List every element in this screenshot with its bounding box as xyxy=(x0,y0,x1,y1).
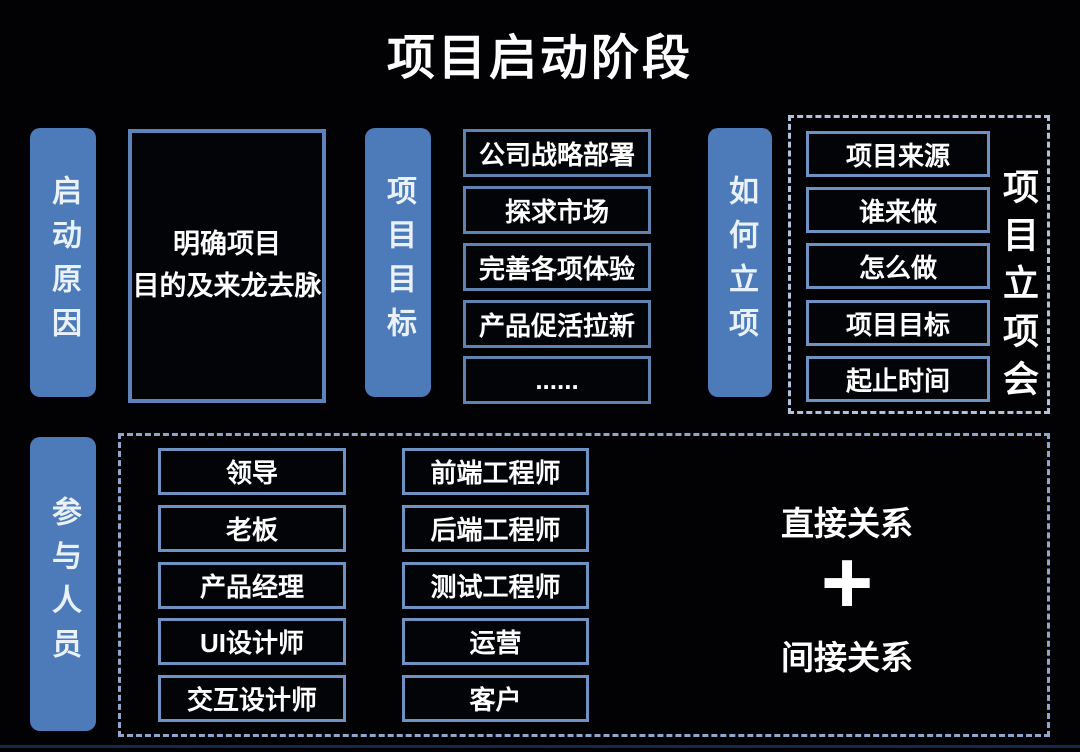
plus-sign: + xyxy=(820,533,874,633)
approval-item: 谁来做 xyxy=(806,187,990,233)
participant-item: 客户 xyxy=(402,675,589,722)
goal-item: 公司战略部署 xyxy=(463,129,651,177)
goal-item-ellipsis: ...... xyxy=(463,356,651,404)
launch-reason-text: 明确项目 目的及来龙去脉 xyxy=(133,224,322,308)
launch-reason-box: 明确项目 目的及来龙去脉 xyxy=(128,129,326,403)
page-title: 项目启动阶段 xyxy=(386,32,693,85)
approval-panel xyxy=(788,115,1050,414)
participant-item: 后端工程师 xyxy=(402,505,589,552)
direct-relation-label: 直接关系 xyxy=(781,505,913,542)
participant-item: 老板 xyxy=(158,505,346,552)
participant-item: UI设计师 xyxy=(158,618,346,665)
launch-reason-line2: 目的及来龙去脉 xyxy=(132,271,322,301)
approval-item: 项目来源 xyxy=(806,131,990,177)
participant-item: 领导 xyxy=(158,448,346,495)
project-approval-bar: 如何立项 xyxy=(708,128,772,397)
approval-item: 怎么做 xyxy=(806,243,990,289)
goal-item: 探求市场 xyxy=(463,186,651,234)
participant-item: 运营 xyxy=(402,618,589,665)
bottom-accent-line xyxy=(0,745,1080,748)
indirect-relation-label: 间接关系 xyxy=(781,639,913,676)
approval-item: 项目目标 xyxy=(806,300,990,346)
project-goals-bar: 项目目标 xyxy=(365,128,431,397)
participants-panel xyxy=(118,433,1050,737)
goal-item: 产品促活拉新 xyxy=(463,300,651,348)
participant-item: 前端工程师 xyxy=(402,448,589,495)
participant-item: 交互设计师 xyxy=(158,675,346,722)
launch-reason-bar: 启动原因 xyxy=(30,128,96,397)
participants-bar: 参与人员 xyxy=(30,437,96,731)
participant-item: 测试工程师 xyxy=(402,562,589,609)
launch-reason-line1: 明确项目 xyxy=(173,229,281,260)
meeting-label: 项目立项会 xyxy=(998,168,1039,408)
participant-item: 产品经理 xyxy=(158,562,346,609)
goal-item: 完善各项体验 xyxy=(463,243,651,291)
approval-item: 起止时间 xyxy=(806,356,990,402)
